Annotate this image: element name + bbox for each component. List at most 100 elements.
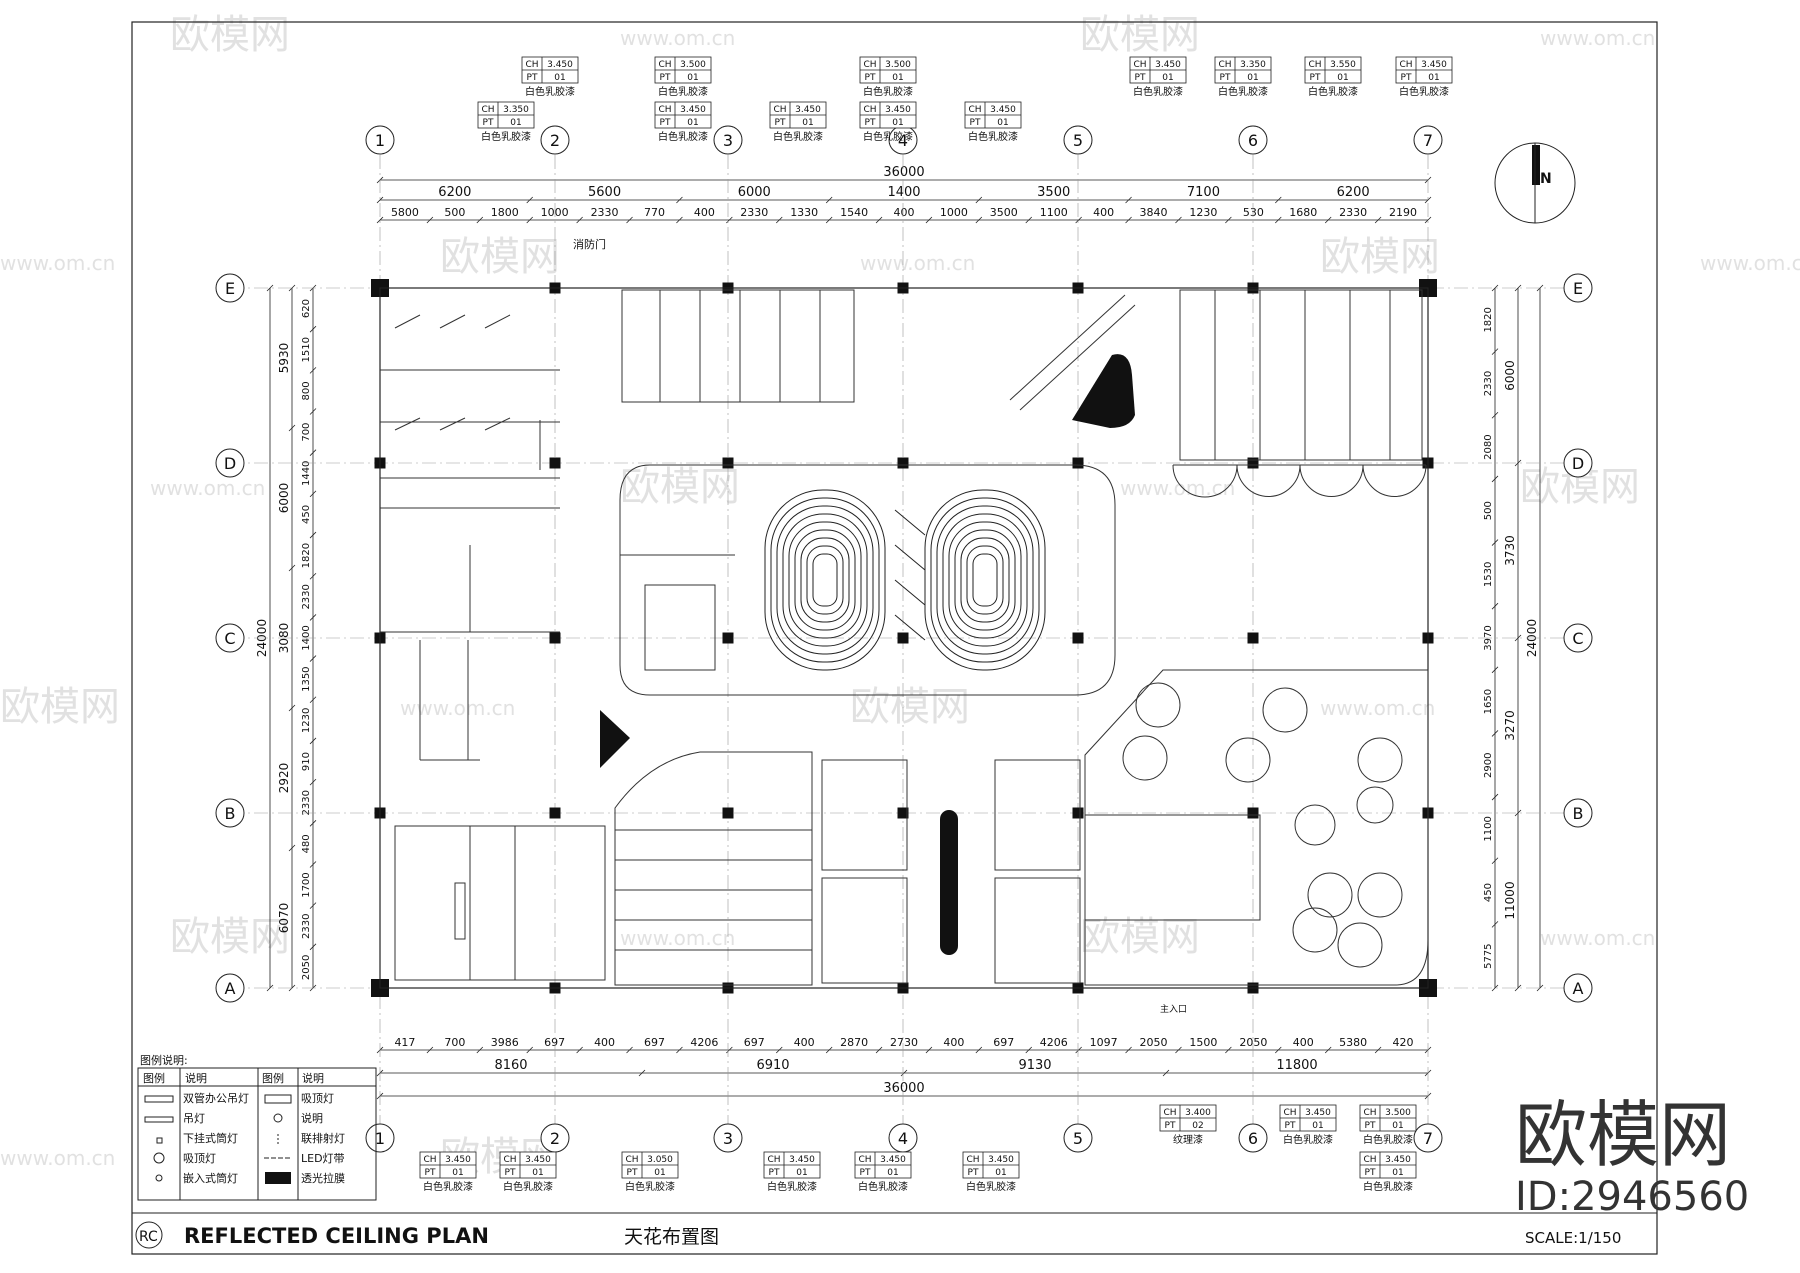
dimension-tick [726,216,733,224]
dimension-label: 2330 [1483,371,1494,396]
tag-pt-number: 01 [802,118,813,128]
dimension-label: 6000 [738,185,771,200]
tag-material: 白色乳胶漆 [423,1180,473,1193]
central-oval-zone [619,464,1116,696]
tag-ch-label: CH [1283,1108,1296,1118]
tag-height: 3.450 [1305,1108,1331,1118]
grid-label: 4 [898,131,908,150]
dimension-tick [638,1069,646,1077]
oval-ring [960,537,1010,623]
dimension-tick [975,1046,983,1054]
tag-pt-label: PT [1285,1121,1296,1131]
dimension-label: 2080 [1483,434,1494,459]
dimension-label: 1540 [840,206,868,219]
dimension-tick [1324,1046,1332,1054]
lower-left-room [394,825,606,981]
dimension-label: 400 [894,206,915,219]
dimension-tick [1491,602,1499,610]
oval-led-rings [764,489,1046,671]
dimension-label: 697 [744,1036,765,1049]
diagonal-slat [894,614,926,641]
tag-height: 3.350 [1240,60,1266,70]
grid-label: 2 [550,131,560,150]
tag-height: 3.500 [680,60,706,70]
fire-door-label: 消防门 [573,237,606,251]
oval-ring [794,529,856,631]
tag-pt-number: 01 [1392,1121,1403,1131]
dimension-tick [576,216,583,224]
watermark-url: www.om.cn [0,251,115,275]
dimension-tick [309,737,317,745]
dimension-label: 400 [1293,1036,1314,1049]
dimension-label: 400 [943,1036,964,1049]
dimension-tick [825,216,833,224]
grid-bubble [540,125,570,155]
dimension-tick [726,1046,733,1054]
dimension-label: 1680 [1289,206,1317,219]
legend-title: 图例说明: [140,1053,188,1067]
grid-bubble [215,448,245,478]
legend-item: LED灯带 [301,1152,345,1165]
dimension-label: 1650 [1483,689,1494,714]
dimension-tick [975,196,983,204]
dimension-label: 5800 [391,206,419,219]
dimension-tick [875,1046,883,1054]
oval-ring [948,521,1022,639]
tag-pt-label: PT [1135,73,1146,83]
watermark-brand: 欧模网 [170,12,290,58]
dimension-tick [825,196,833,204]
dimension-label: 5380 [1339,1036,1367,1049]
grid-bubble [215,623,245,653]
dimension-label: 2330 [301,584,312,609]
tag-ch-label: CH [525,60,538,70]
oval-ring [936,505,1034,655]
dimension-label: 6000 [1503,360,1517,391]
dimension-label: 1230 [1189,206,1217,219]
dimension-label: 700 [301,423,312,442]
dimension-label: 5930 [277,343,291,374]
tag-pt-label: PT [527,73,538,83]
tag-material: 白色乳胶漆 [481,130,531,143]
triangle-light-film [1072,354,1135,428]
dimension-label: 1100 [1040,206,1068,219]
grid-bubble [1063,1123,1093,1153]
column [1247,632,1259,644]
tag-material: 白色乳胶漆 [1133,85,1183,98]
dimension-label: 1700 [301,872,312,897]
dimension-tick [1491,793,1499,801]
grid-bubble [215,273,245,303]
watermark-url: www.om.cn [150,476,265,500]
dimension-tick [1324,216,1332,224]
tag-pt-label: PT [775,118,786,128]
dimension-label: 1000 [940,206,968,219]
dimension-label: 2330 [591,206,619,219]
tag-ch-label: CH [503,1155,516,1165]
grid-bubble [1563,448,1593,478]
linear-ceiling-band [621,289,1427,498]
legend-table: 图例说明: 图例 说明 图例 说明 双管办公吊灯 吊灯 下挂式筒灯 吸顶灯 嵌入… [137,1053,377,1201]
grid-bubble [1563,798,1593,828]
tag-height: 3.450 [547,60,573,70]
tag-material: 纹理漆 [1173,1133,1203,1146]
dimension-tick [775,1046,783,1054]
tag-ch-label: CH [767,1155,780,1165]
tag-pt-label: PT [660,73,671,83]
dimension-label: 1100 [1483,816,1494,841]
grid-label: 2 [550,1129,560,1148]
tag-ch-label: CH [1218,60,1231,70]
dimension-label: 697 [993,1036,1014,1049]
tag-ch-label: CH [966,1155,979,1165]
tag-pt-label: PT [483,118,494,128]
grid-label: 3 [723,131,733,150]
dimension-tick [626,1046,633,1054]
tag-pt-label: PT [505,1168,516,1178]
dimension-tick [309,572,317,580]
dimension-tick [975,216,983,224]
tag-material: 白色乳胶漆 [1218,85,1268,98]
dimension-label: 3500 [1037,185,1070,200]
